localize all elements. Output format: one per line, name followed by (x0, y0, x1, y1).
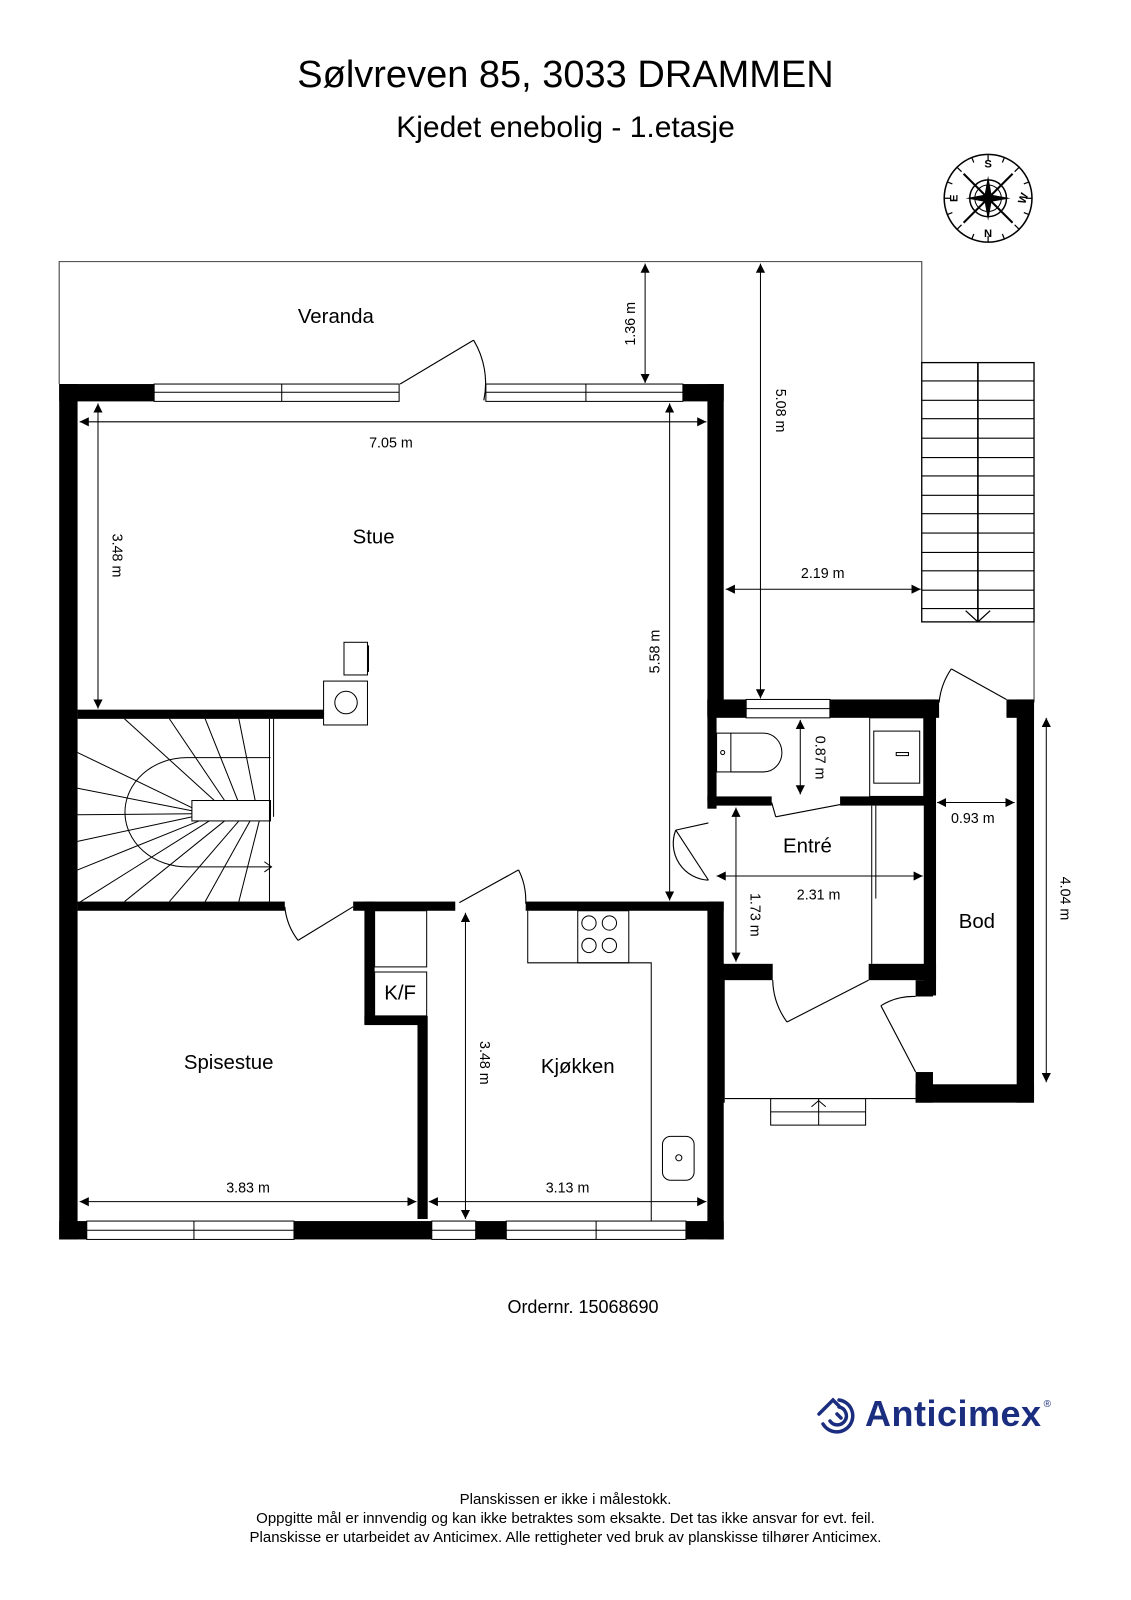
dim-kjokken-width: 3.13 m (546, 1180, 590, 1196)
doors (284, 339, 1007, 1073)
entrance-step (724, 1098, 916, 1126)
fridge-closet (374, 910, 428, 1017)
dim-wc-height: 0.87 m (812, 736, 828, 780)
property-address-title: Sølvreven 85, 3033 DRAMMEN (297, 54, 834, 96)
dimension-lines (79, 263, 1051, 1220)
walls (59, 384, 1035, 1240)
room-label-kjokken: Kjøkken (541, 1056, 615, 1078)
order-number: Ordernr. 15068690 (507, 1297, 659, 1317)
interior-staircase (77, 718, 275, 905)
dim-entre-width: 2.31 m (797, 888, 841, 904)
bathroom-sink-icon (869, 717, 925, 797)
dim-kjokken-height: 3.48 m (476, 1041, 492, 1085)
exterior-stairs (921, 361, 1035, 623)
dim-veranda-depth: 1.36 m (623, 302, 639, 346)
room-label-stue: Stue (353, 526, 395, 548)
compass-east-label: E (948, 194, 960, 202)
room-label-kf: K/F (384, 983, 416, 1005)
dim-stue-left-height: 3.48 m (108, 534, 124, 578)
room-label-bod: Bod (959, 911, 995, 933)
compass-rose-icon: S N E W (943, 153, 1033, 243)
dim-entre-height: 1.73 m (746, 893, 762, 937)
toilet-icon (716, 732, 783, 773)
room-label-spisestue: Spisestue (184, 1052, 274, 1074)
disclaimer-line-3: Planskisse er utarbeidet av Anticimex. A… (249, 1529, 882, 1546)
anticimex-house-icon (817, 1397, 855, 1434)
veranda-outline (58, 260, 1035, 703)
dim-stue-right-height: 5.58 m (647, 630, 663, 674)
dim-bod-height: 4.04 m (1057, 877, 1073, 921)
anticimex-logo: Anticimex ® (815, 1393, 1051, 1435)
stove-icon (323, 641, 370, 726)
room-label-veranda: Veranda (298, 306, 375, 328)
compass-west-label: W (1016, 191, 1031, 205)
compass-south-label: S (984, 159, 992, 171)
disclaimer-footer: Planskissen er ikke i målestokk. Oppgitt… (0, 1490, 1131, 1547)
dim-stue-width: 7.05 m (369, 435, 413, 451)
room-label-entre: Entré (783, 836, 832, 858)
dim-terrace-height: 5.08 m (772, 389, 788, 433)
disclaimer-line-2: Oppgitte mål er innvendig og kan ikke be… (256, 1510, 875, 1527)
kitchen-sink-icon (661, 1135, 695, 1181)
dim-terrace-width: 2.19 m (801, 566, 845, 582)
kitchen-counter (527, 910, 652, 1222)
dim-bod-width: 0.93 m (951, 811, 995, 827)
windows (86, 383, 831, 1240)
brand-name: Anticimex (865, 1393, 1042, 1434)
disclaimer-line-1: Planskissen er ikke i målestokk. (459, 1491, 672, 1508)
floor-subtitle: Kjedet enebolig - 1.etasje (396, 111, 735, 144)
dim-spisestue-width: 3.83 m (226, 1180, 270, 1196)
registered-mark: ® (1043, 1399, 1051, 1410)
compass-north-label: N (984, 228, 992, 240)
